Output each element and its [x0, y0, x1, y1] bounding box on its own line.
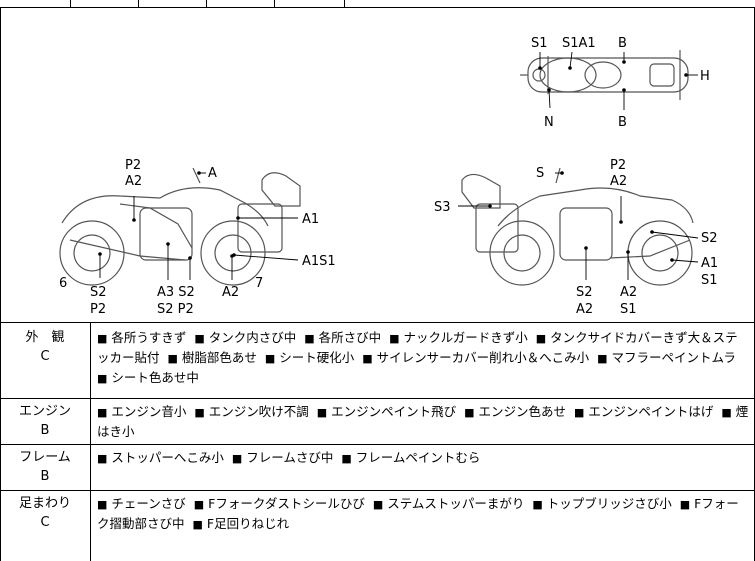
- defect-item: 各所うすきず: [111, 330, 187, 345]
- label-top-h: H: [700, 69, 710, 84]
- label-top-s1a1: S1A1: [562, 36, 596, 51]
- section-category-suspension: 足まわり C: [0, 494, 90, 532]
- defect-item: タンクサイドカバーきず大＆ステッカー貼付: [97, 330, 738, 365]
- table-border-left: [0, 7, 1, 561]
- leader-line: [569, 51, 573, 69]
- label-top-b-bottom: B: [618, 115, 627, 130]
- label-top-n: N: [544, 115, 554, 130]
- top-row-border: [0, 7, 755, 8]
- defect-item: 樹脂部色あせ: [181, 350, 257, 365]
- section-category-exterior: 外 観 C: [0, 328, 90, 366]
- label-left-p2-bottom: P2: [90, 302, 106, 317]
- label-right-p2: P2: [610, 158, 626, 173]
- section-items-frame: ■ストッパーへこみ小 ■フレームさび中 ■フレームペイントむら: [97, 450, 481, 465]
- section-items-suspension: ■チェーンさび ■Fフォークダストシールひび ■ステムストッパーまがり ■トップ…: [97, 496, 739, 531]
- label-left-a2-top: A2: [125, 174, 142, 189]
- right-side-motorcycle: [461, 167, 694, 286]
- defect-item: Fフォークダストシールひび: [208, 496, 365, 511]
- label-right-a2-top: A2: [610, 174, 627, 189]
- section-border: [0, 398, 755, 399]
- section-border: [0, 490, 755, 491]
- defect-item: タンク内さび中: [208, 330, 297, 345]
- section-items-exterior: ■各所うすきず ■タンク内さび中 ■各所さび中 ■ナックルガードきず小 ■タンク…: [97, 330, 738, 385]
- defect-item: ナックルガードきず小: [403, 330, 528, 345]
- top-view-motorcycle: [520, 50, 689, 100]
- defect-item: トップブリッジさび小: [546, 496, 672, 511]
- label-right-s2: S2: [701, 231, 718, 246]
- top-row-divider: [70, 0, 71, 8]
- label-right-s1-lower: S1: [620, 302, 637, 317]
- section-border: [0, 322, 755, 323]
- defect-item: フレームペイントむら: [355, 450, 481, 465]
- category-grade: C: [40, 349, 50, 364]
- label-left-a1s1: A1S1: [302, 254, 336, 269]
- category-label: 足まわり: [18, 496, 71, 511]
- defect-item: フレームさび中: [246, 450, 334, 465]
- leader-line: [671, 259, 699, 263]
- left-side-motorcycle: [59, 167, 301, 286]
- defect-item: エンジンペイントはげ: [588, 404, 714, 419]
- section-category-frame: フレーム B: [0, 448, 90, 486]
- label-left-p2: P2: [125, 158, 141, 173]
- label-right-a2-lower: A2: [620, 285, 637, 300]
- section-items-engine: ■エンジン音小 ■エンジン吹け不調 ■エンジンペイント飛び ■エンジン色あせ ■…: [97, 404, 749, 439]
- label-right-s1: S1: [701, 273, 718, 288]
- leader-line: [651, 231, 699, 239]
- defect-item: サイレンサーカバー削れ小＆へこみ小: [376, 350, 590, 365]
- defect-item: 煙はき小: [97, 404, 749, 439]
- defect-item: ストッパーへこみ小: [111, 450, 224, 465]
- category-label: エンジン: [18, 404, 71, 419]
- leader-line: [548, 89, 551, 109]
- top-row-divider: [344, 0, 345, 8]
- defect-item: シート硬化小: [279, 350, 355, 365]
- top-row-divider: [274, 0, 275, 8]
- defect-item: シート色あせ中: [111, 370, 199, 385]
- defect-item: エンジン色あせ: [478, 404, 567, 419]
- label-left-6: 6: [59, 276, 67, 291]
- defect-item: マフラーペイントムラ: [611, 350, 736, 365]
- label-top-s1: S1: [531, 36, 548, 51]
- label-left-s2p2: S2 P2: [157, 302, 194, 317]
- label-right-s2-bottom: S2: [576, 285, 593, 300]
- defect-item: エンジン吹け不調: [208, 404, 309, 419]
- top-row-divider: [206, 0, 207, 8]
- defect-item: F足回りねじれ: [206, 516, 290, 531]
- category-grade: C: [40, 515, 50, 530]
- top-row-divider: [138, 0, 139, 8]
- defect-item: 各所さび中: [318, 330, 382, 345]
- label-left-a2: A2: [222, 285, 239, 300]
- defect-item: ステムストッパーまがり: [387, 496, 525, 511]
- category-label: 外 観: [25, 330, 65, 345]
- label-left-s2: S2: [90, 285, 107, 300]
- defect-item: エンジンペイント飛び: [331, 404, 457, 419]
- defect-item: チェーンさび: [111, 496, 186, 511]
- category-grade: B: [40, 469, 50, 484]
- defect-item: エンジン音小: [111, 404, 187, 419]
- label-left-7: 7: [255, 276, 263, 291]
- damage-diagram: S1 S1A1 B B H N P2 A2 A A1 A1S1 7 6 S2 P…: [0, 8, 755, 322]
- section-border: [0, 444, 755, 445]
- label-right-a2-bottom: A2: [576, 302, 593, 317]
- category-label: フレーム: [19, 450, 71, 465]
- label-top-b: B: [618, 36, 627, 51]
- leader-line: [233, 254, 299, 261]
- column-divider: [90, 322, 91, 561]
- category-grade: B: [40, 423, 50, 438]
- label-right-a1: A1: [701, 256, 718, 271]
- label-right-s3: S3: [434, 200, 451, 215]
- section-category-engine: エンジン B: [0, 402, 90, 440]
- label-right-s: S: [536, 166, 544, 181]
- label-left-a3s2: A3 S2: [157, 285, 195, 300]
- defect-item: Fフォーク摺動部さび中: [97, 496, 739, 531]
- label-left-a1: A1: [302, 212, 319, 227]
- motorcycle-diagrams: S1 S1A1 B B H N P2 A2 A A1 A1S1 7 6 S2 P…: [59, 36, 718, 317]
- label-left-a: A: [208, 166, 217, 181]
